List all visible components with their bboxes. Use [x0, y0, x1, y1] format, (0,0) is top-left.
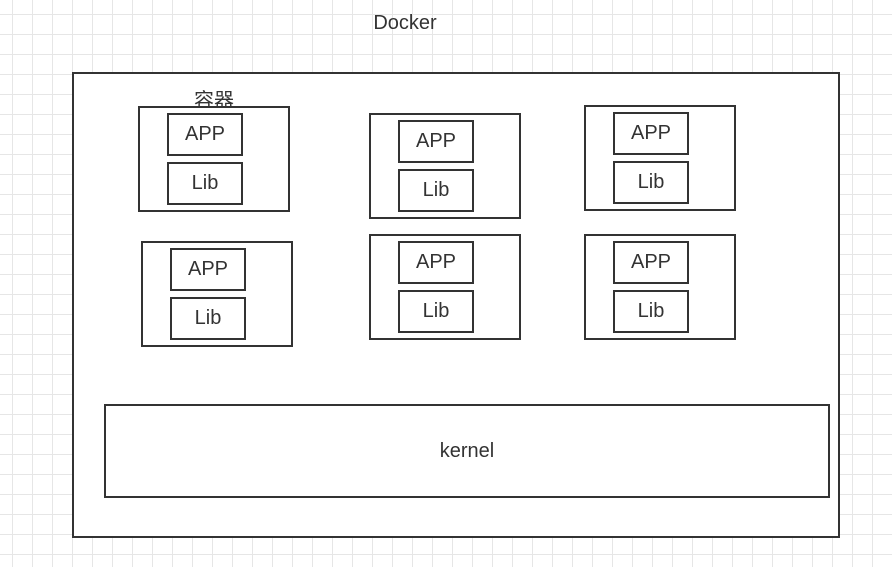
lib-layer: Lib — [398, 169, 474, 212]
container-box: APP Lib — [369, 113, 521, 219]
kernel-box: kernel — [104, 404, 830, 498]
app-layer: APP — [613, 112, 689, 155]
app-layer: APP — [613, 241, 689, 284]
lib-layer: Lib — [398, 290, 474, 333]
diagram-title: Docker — [373, 12, 437, 34]
container-box: APP Lib — [141, 241, 293, 347]
container-box: APP Lib — [138, 106, 290, 212]
app-layer: APP — [398, 120, 474, 163]
container-box: APP Lib — [369, 234, 521, 340]
lib-layer: Lib — [170, 297, 246, 340]
container-box: APP Lib — [584, 105, 736, 211]
app-layer: APP — [170, 248, 246, 291]
lib-layer: Lib — [167, 162, 243, 205]
container-box: APP Lib — [584, 234, 736, 340]
lib-layer: Lib — [613, 161, 689, 204]
lib-layer: Lib — [613, 290, 689, 333]
app-layer: APP — [167, 113, 243, 156]
app-layer: APP — [398, 241, 474, 284]
